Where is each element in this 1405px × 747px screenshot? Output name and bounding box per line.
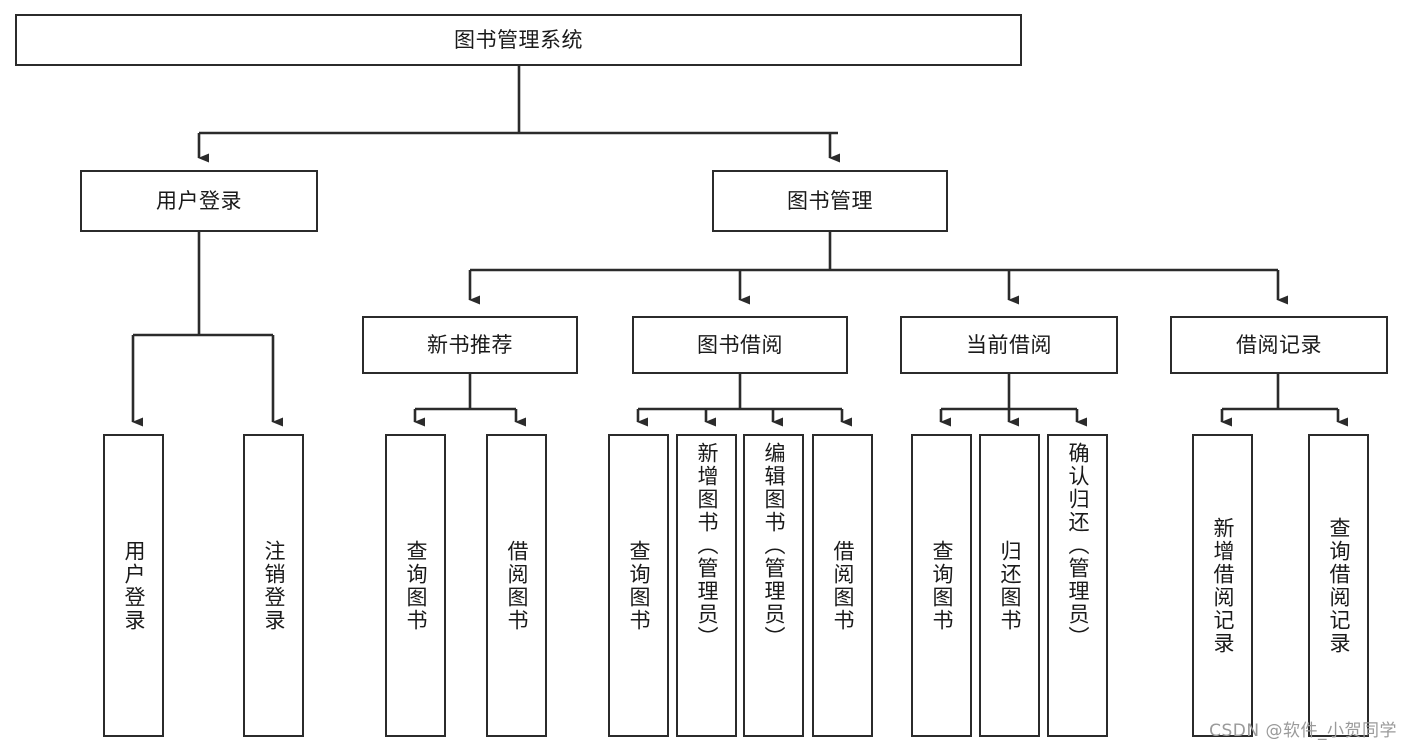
leaf-current-return-book[interactable]: 归还图书 <box>979 434 1040 737</box>
node-label: 图书管理 <box>787 188 873 213</box>
leaf-borrow-query-book[interactable]: 查询图书 <box>608 434 669 737</box>
node-label: 查询图书 <box>929 539 954 632</box>
node-new-book-recommend[interactable]: 新书推荐 <box>362 316 578 374</box>
node-label: 新书推荐 <box>427 332 513 357</box>
leaf-current-confirm-return-admin[interactable]: 确认归还（管理员） <box>1047 434 1108 737</box>
leaf-user-login-login[interactable]: 用户登录 <box>103 434 164 737</box>
node-label: 用户登录 <box>156 188 242 213</box>
leaf-borrow-edit-book-admin[interactable]: 编辑图书（管理员） <box>743 434 804 737</box>
node-current-borrow[interactable]: 当前借阅 <box>900 316 1118 374</box>
leaf-record-query-record[interactable]: 查询借阅记录 <box>1308 434 1369 737</box>
leaf-borrow-borrow-book[interactable]: 借阅图书 <box>812 434 873 737</box>
node-label: 归还图书 <box>997 539 1022 632</box>
node-label: 查询借阅记录 <box>1326 516 1351 655</box>
node-borrow-record[interactable]: 借阅记录 <box>1170 316 1388 374</box>
node-label: 用户登录 <box>121 539 146 632</box>
node-label: 新增图书（管理员） <box>694 442 719 649</box>
watermark: CSDN @软件_小贺同学 <box>1209 721 1397 741</box>
leaf-user-login-logout[interactable]: 注销登录 <box>243 434 304 737</box>
node-label: 借阅记录 <box>1236 332 1322 357</box>
node-root-book-management-system[interactable]: 图书管理系统 <box>15 14 1022 66</box>
node-label: 查询图书 <box>403 539 428 632</box>
leaf-record-add-record[interactable]: 新增借阅记录 <box>1192 434 1253 737</box>
leaf-new-book-query[interactable]: 查询图书 <box>385 434 446 737</box>
node-label: 查询图书 <box>626 539 651 632</box>
node-label: 注销登录 <box>261 539 286 632</box>
node-label: 借阅图书 <box>504 539 529 632</box>
node-label: 借阅图书 <box>830 539 855 632</box>
node-label: 图书管理系统 <box>454 27 583 52</box>
leaf-current-query-book[interactable]: 查询图书 <box>911 434 972 737</box>
leaf-borrow-add-book-admin[interactable]: 新增图书（管理员） <box>676 434 737 737</box>
node-label: 图书借阅 <box>697 332 783 357</box>
node-book-borrow[interactable]: 图书借阅 <box>632 316 848 374</box>
node-label: 确认归还（管理员） <box>1065 442 1090 649</box>
node-label: 当前借阅 <box>966 332 1052 357</box>
node-book-management[interactable]: 图书管理 <box>712 170 948 232</box>
node-label: 新增借阅记录 <box>1210 516 1235 655</box>
leaf-new-book-borrow[interactable]: 借阅图书 <box>486 434 547 737</box>
node-label: 编辑图书（管理员） <box>761 442 786 649</box>
node-user-login[interactable]: 用户登录 <box>80 170 318 232</box>
